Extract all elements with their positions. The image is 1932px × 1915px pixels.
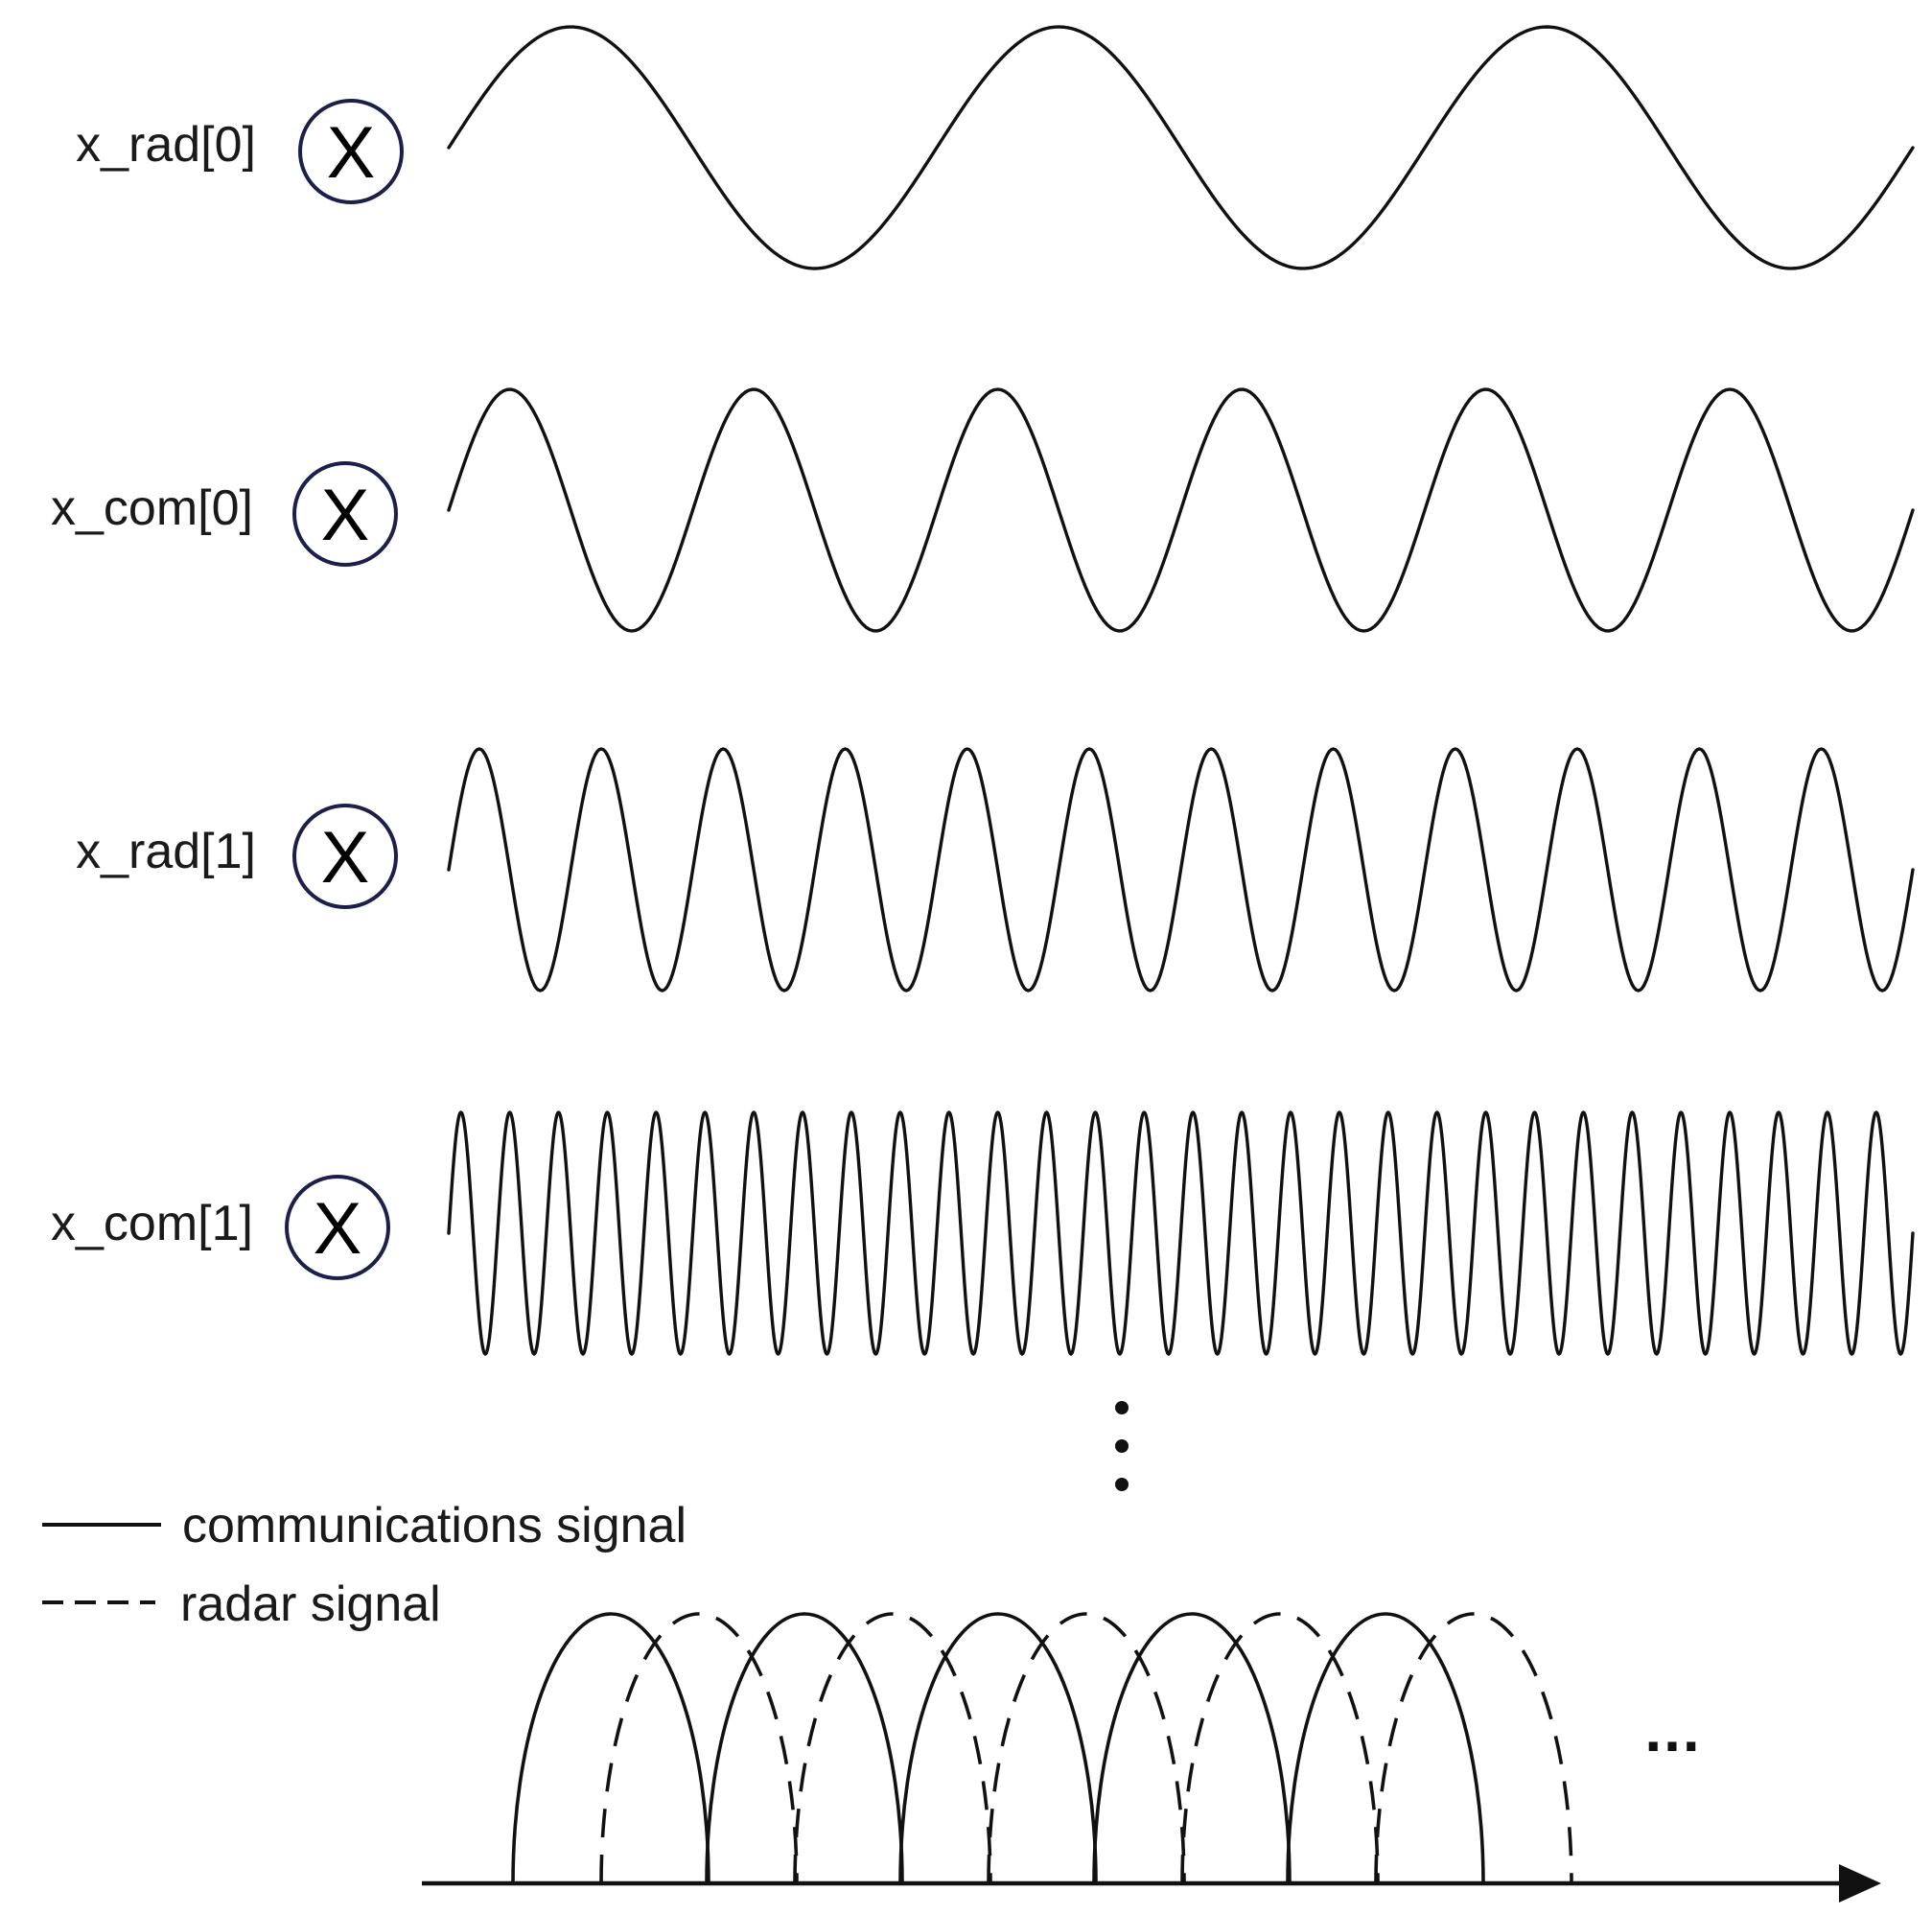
- signal-row-3: x_com[1] X: [51, 1110, 1915, 1356]
- radar-lobe: [1180, 1612, 1380, 1884]
- legend-communications-label: communications signal: [182, 1498, 687, 1553]
- waveform-row-0: [447, 25, 1915, 270]
- multiplier-icon: X: [292, 804, 398, 909]
- signal-label-row-2: x_rad[1]: [76, 824, 256, 879]
- legend: communications signal radar signal: [42, 1498, 687, 1632]
- radar-lobe: [987, 1612, 1186, 1884]
- multiplier-symbol: X: [327, 112, 376, 194]
- communications-lobe: [1286, 1612, 1485, 1884]
- vertical-ellipsis-icon: [1115, 1401, 1129, 1491]
- radar-lobes: [599, 1612, 1573, 1884]
- waveform-row-3: [447, 1110, 1915, 1356]
- spectrum-plot: ...: [422, 1612, 1881, 1903]
- spectrum-continuation-ellipsis: ...: [1644, 1695, 1701, 1764]
- radar-lobe: [793, 1612, 992, 1884]
- communications-lobes: [511, 1612, 1485, 1884]
- signal-label-row-1: x_com[0]: [51, 480, 253, 536]
- frequency-axis: [422, 1864, 1881, 1903]
- communications-lobe: [898, 1612, 1098, 1884]
- signal-row-2: x_rad[1] X: [76, 747, 1915, 993]
- legend-radar-label: radar signal: [180, 1576, 441, 1632]
- communications-lobe: [705, 1612, 904, 1884]
- multiplier-icon: X: [298, 99, 404, 204]
- signal-label-row-0: x_rad[0]: [76, 117, 256, 173]
- communications-lobe: [1092, 1612, 1292, 1884]
- waveform-row-1: [447, 387, 1915, 633]
- radar-lobe: [1374, 1612, 1573, 1884]
- radar-lobe: [599, 1612, 799, 1884]
- signal-row-1: x_com[0] X: [51, 387, 1915, 633]
- multiplier-symbol: X: [314, 1188, 362, 1270]
- communications-lobe: [511, 1612, 710, 1884]
- multiplier-symbol: X: [321, 475, 370, 556]
- multiplier-symbol: X: [321, 817, 370, 899]
- signal-row-0: x_rad[0] X: [76, 25, 1915, 270]
- waveform-row-2: [447, 747, 1915, 993]
- multiplier-icon: X: [285, 1175, 390, 1280]
- signal-label-row-3: x_com[1]: [51, 1196, 253, 1251]
- multiplier-icon: X: [292, 461, 398, 567]
- axis-arrow-icon: [1839, 1864, 1881, 1903]
